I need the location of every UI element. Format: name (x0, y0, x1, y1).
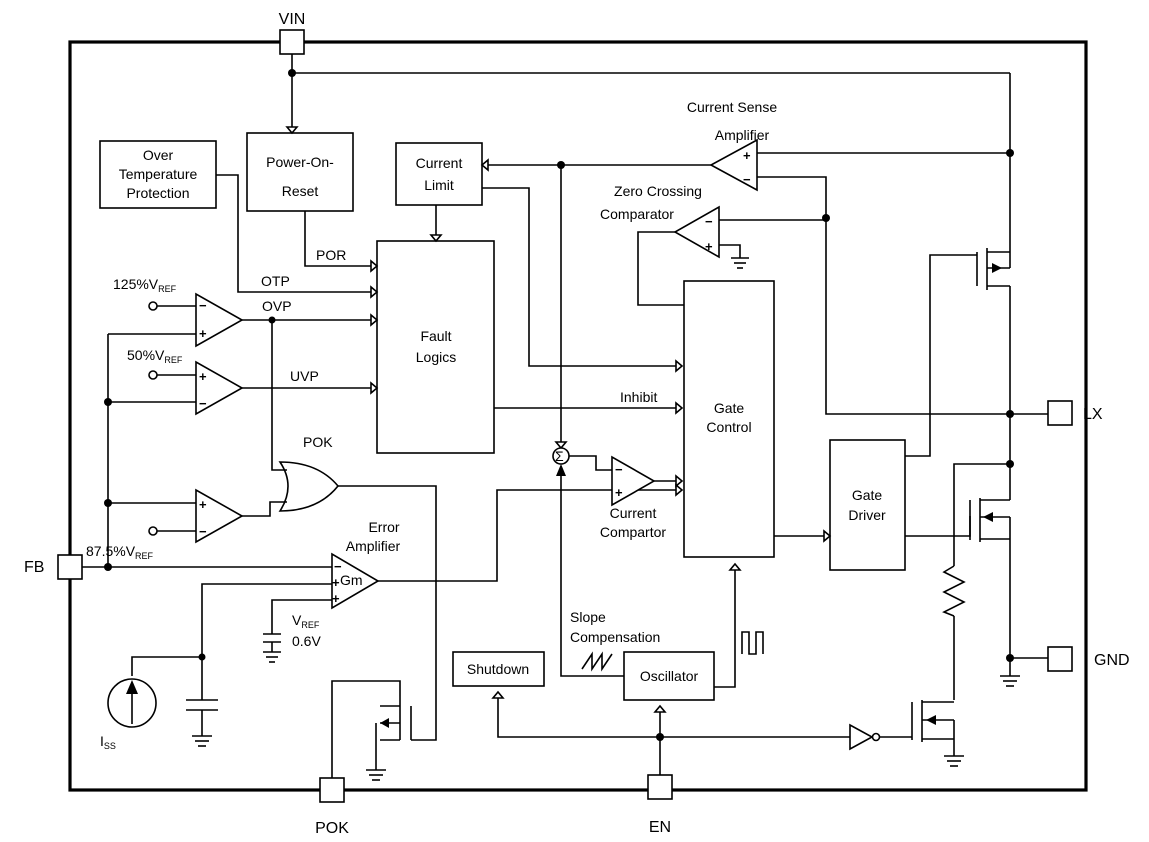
oscillator-wiring (714, 562, 764, 688)
vref-source: VREF 0.6V (263, 612, 321, 663)
current-limit-line-2: Limit (424, 177, 454, 193)
pok-gate-label: POK (303, 434, 333, 450)
ovp-comparator: − + 125%VREF (113, 276, 244, 348)
oscillator-label: Oscillator (640, 668, 699, 684)
fault-inputs: POR OTP OVP UVP (216, 174, 379, 395)
power-on-reset-block: Power-On- Reset (246, 132, 354, 212)
iss-label: ISS (100, 733, 116, 751)
slope-line-1: Slope (570, 609, 606, 625)
current-limit-wiring: Inhibit (429, 187, 684, 415)
pin-lx-label: LX (1083, 406, 1103, 423)
pok-cmp-minus: − (199, 524, 207, 539)
otp-signal-label: OTP (261, 273, 290, 289)
vref-label: VREF (292, 612, 320, 630)
cc-line-2: Compartor (600, 524, 666, 540)
gate-control-block: Gate Control (683, 280, 775, 558)
vin-rail (285, 54, 1011, 252)
pok-nmos (331, 680, 412, 781)
por-line-2: Reset (282, 183, 319, 199)
discharge-path (911, 463, 1010, 767)
pok-or-gate: POK (242, 320, 437, 741)
gm-label: Gm (340, 572, 363, 588)
zero-crossing-comparator: − + Zero Crossing Comparator (600, 183, 830, 306)
fault-logics-line-2: Logics (416, 349, 456, 365)
pin-pok-label: POK (315, 820, 349, 837)
gate-driver-line-2: Driver (848, 507, 886, 523)
oscillator-block: Oscillator (623, 651, 715, 701)
current-limit-block: Current Limit (395, 142, 483, 206)
current-limit-line-1: Current (416, 155, 463, 171)
slope-line-2: Compensation (570, 629, 660, 645)
cc-line-1: Current (610, 505, 657, 521)
uvp-minus: − (199, 396, 207, 411)
over-temperature-protection-block: Over Temperature Protection (99, 140, 217, 209)
pin-vin-label: VIN (279, 11, 306, 28)
pok-comparator: + − 87.5%VREF (86, 488, 244, 561)
en-wiring (491, 690, 912, 775)
over-temp-line-2: Temperature (119, 166, 198, 182)
pin-gnd-label: GND (1094, 652, 1130, 669)
csa-plus: + (743, 148, 751, 163)
ea-minus: − (334, 559, 342, 574)
gate-control-line-1: Gate (714, 400, 745, 416)
pin-pok: POK (315, 777, 349, 837)
current-comparator: Σ − + Current Compartor (552, 447, 684, 540)
zcc-minus: − (705, 214, 713, 229)
pin-en: EN (647, 774, 673, 836)
high-side-pmos (976, 248, 1048, 418)
error-amp-line-2: Amplifier (346, 538, 401, 554)
inhibit-label: Inhibit (620, 389, 657, 405)
fault-logics-line-1: Fault (420, 328, 451, 344)
shutdown-label: Shutdown (467, 661, 529, 677)
over-temp-line-3: Protection (126, 185, 189, 201)
cc-plus: + (615, 485, 623, 500)
csa-line-2: Amplifier (715, 127, 770, 143)
pin-vin: VIN (279, 11, 306, 55)
chip-outline (68, 40, 1088, 792)
error-amplifier: − + + Gm Error Amplifier (201, 483, 684, 700)
pok-cmp-plus: + (199, 497, 207, 512)
uvp-comparator: + − 50%VREF (127, 347, 244, 416)
cc-minus: − (615, 462, 623, 477)
uvp-plus: + (199, 369, 207, 384)
vref-value: 0.6V (292, 633, 321, 649)
gate-driver-block: Gate Driver (829, 439, 906, 571)
shutdown-block: Shutdown (452, 651, 545, 687)
pin-en-label: EN (649, 819, 671, 836)
vref-125-label: 125%VREF (113, 276, 177, 294)
vref-875-label: 87.5%VREF (86, 543, 154, 561)
gate-control-line-2: Control (706, 419, 751, 435)
ovp-minus: − (199, 298, 207, 313)
vref-50-label: 50%VREF (127, 347, 183, 365)
low-side-nmos (969, 414, 1048, 687)
slope-compensation: Slope Compensation (556, 464, 660, 677)
current-sense-amplifier: + − Current Sense Amplifier (480, 99, 1014, 450)
uvp-signal-label: UVP (290, 368, 319, 384)
ea-plus-2: + (332, 591, 340, 606)
sum-symbol: Σ (555, 448, 564, 464)
zcc-line-2: Comparator (600, 206, 674, 222)
zcc-plus: + (705, 239, 713, 254)
ovp-signal-label: OVP (262, 298, 292, 314)
over-temp-line-1: Over (143, 147, 174, 163)
soft-start: ISS (100, 653, 218, 751)
csa-minus: − (743, 172, 751, 187)
pin-fb: FB (24, 554, 83, 580)
por-line-1: Power-On- (266, 154, 334, 170)
por-signal-label: POR (316, 247, 346, 263)
pin-gnd: GND (1047, 646, 1130, 672)
fb-bus (82, 333, 332, 571)
pin-lx: LX (1047, 400, 1103, 426)
fault-logics-block: Fault Logics (376, 240, 495, 454)
zcc-line-1: Zero Crossing (614, 183, 702, 199)
gate-driver-line-1: Gate (852, 487, 883, 503)
csa-line-1: Current Sense (687, 99, 777, 115)
error-amp-line-1: Error (368, 519, 399, 535)
pin-fb-label: FB (24, 559, 44, 576)
ea-plus-1: + (332, 575, 340, 590)
ovp-plus: + (199, 326, 207, 341)
